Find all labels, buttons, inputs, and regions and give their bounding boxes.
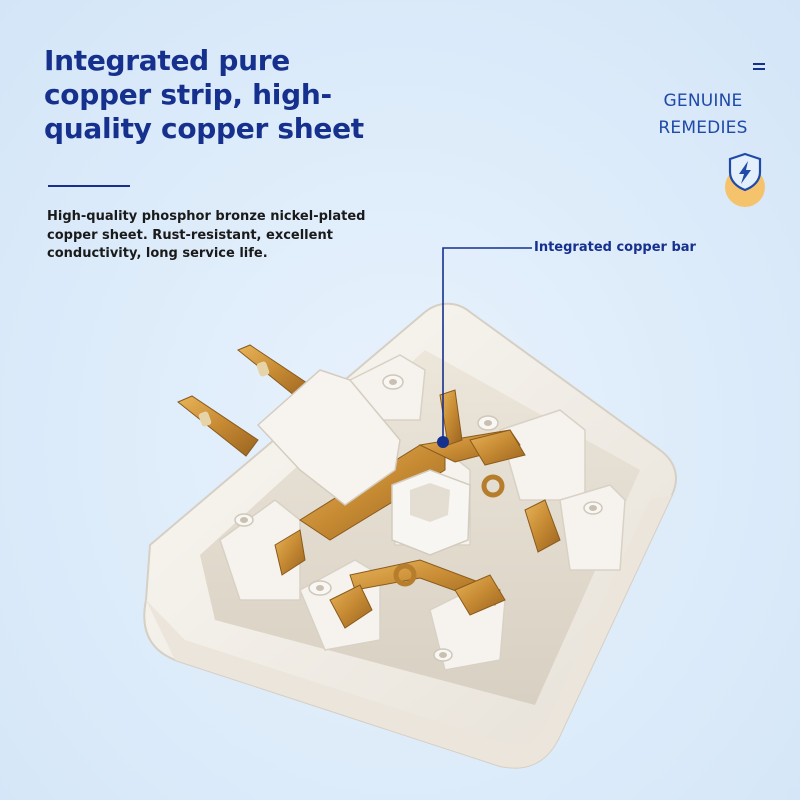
title-underline bbox=[48, 185, 130, 187]
genuine-badge: GENUINE REMEDIES bbox=[640, 88, 766, 142]
product-description: High-quality phosphor bronze nickel-plat… bbox=[47, 209, 366, 261]
badge-line-2: REMEDIES bbox=[658, 118, 748, 138]
lightning-shield-icon bbox=[725, 152, 765, 207]
copper-bar bbox=[274, 389, 561, 629]
equals-menu-icon[interactable] bbox=[752, 62, 766, 72]
badge-line-1: GENUINE bbox=[663, 91, 743, 111]
callout-line bbox=[442, 247, 532, 438]
callout-label: Integrated copper bar bbox=[534, 240, 696, 255]
plug-cover bbox=[256, 369, 401, 506]
callout-dot bbox=[437, 436, 449, 448]
page-title: Integrated pure copper strip, high-quali… bbox=[44, 44, 364, 145]
